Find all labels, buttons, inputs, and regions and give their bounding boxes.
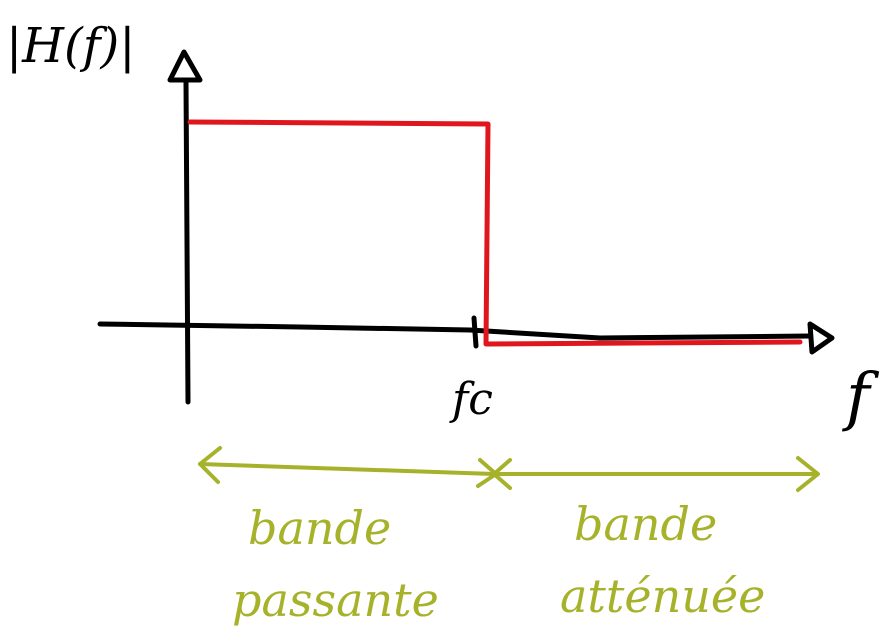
x-axis-label: f [842, 360, 880, 434]
cutoff-label: fc [449, 374, 493, 425]
x-axis-arrowhead [807, 321, 835, 355]
axes [97, 49, 835, 405]
x-axis-line [97, 321, 813, 341]
y-axis-line [183, 79, 191, 405]
stopband-arrow-right-head [796, 456, 820, 492]
passband-arrow-line [198, 462, 496, 476]
stopband-arrow-left-head [492, 458, 512, 490]
fc-tick [471, 315, 479, 349]
band-arrows [198, 446, 820, 492]
stopband-label-line1: bande [574, 497, 717, 551]
y-axis-label: |H(f)| [6, 18, 135, 74]
stopband-label-line2: atténuée [560, 569, 765, 623]
passband-label-line1: bande [248, 501, 391, 555]
y-axis-arrowhead [167, 49, 203, 83]
passband-arrow-left-head [198, 446, 222, 484]
passband-label-line2: passante [232, 573, 439, 627]
response-curve [187, 119, 803, 347]
